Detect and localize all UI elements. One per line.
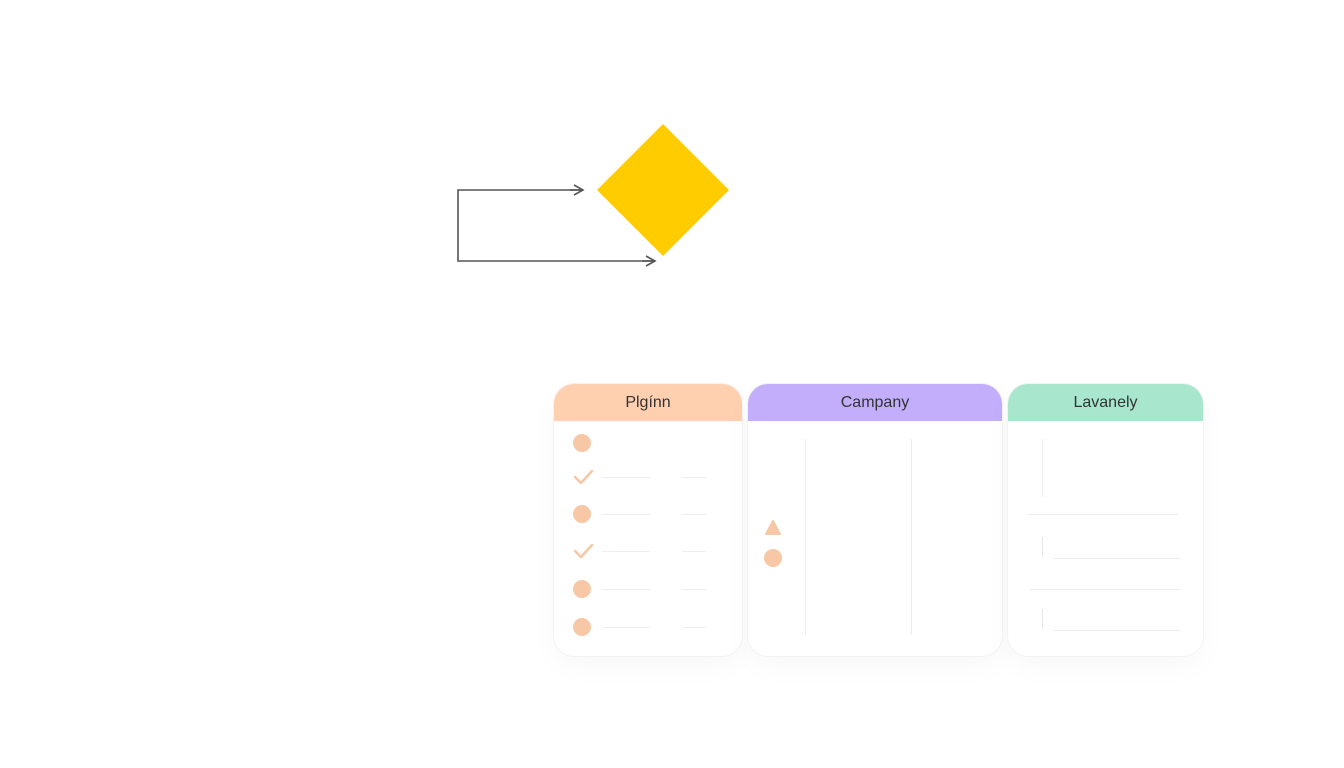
check-icon <box>573 469 594 485</box>
item-line <box>602 589 650 590</box>
list-item[interactable] <box>1028 491 1178 515</box>
item-line <box>682 514 706 515</box>
column-plugin[interactable]: Plgínn <box>554 384 742 656</box>
column-company[interactable]: Campany <box>748 384 1002 656</box>
check-icon <box>573 543 594 559</box>
item-line <box>682 551 706 552</box>
item-line <box>602 627 650 628</box>
item-line <box>602 551 650 552</box>
row-line <box>1028 514 1178 515</box>
dot-icon <box>573 434 591 452</box>
dot-icon <box>764 549 782 567</box>
item-line <box>682 627 706 628</box>
column-body-lavanely <box>1008 421 1203 656</box>
triangle-icon <box>765 520 781 535</box>
row-tick <box>1042 537 1043 557</box>
list-item[interactable] <box>1030 535 1180 559</box>
row-line <box>1054 558 1180 559</box>
item-line <box>602 477 650 478</box>
list-item[interactable] <box>572 617 712 637</box>
list-item[interactable] <box>572 579 712 599</box>
column-lavanely[interactable]: Lavanely <box>1008 384 1203 656</box>
row-tick <box>1042 439 1043 497</box>
column-header-plugin: Plgínn <box>554 384 742 421</box>
row-line <box>1054 630 1180 631</box>
dot-icon <box>573 505 591 523</box>
row-line <box>1030 589 1180 590</box>
flow-diagram <box>457 124 729 267</box>
row-tick <box>1042 609 1043 629</box>
list-item[interactable] <box>572 541 712 561</box>
dot-icon <box>573 618 591 636</box>
column-divider <box>805 439 806 635</box>
list-item[interactable] <box>1030 566 1180 590</box>
list-item[interactable] <box>572 433 712 453</box>
connector-arrow-top[interactable] <box>457 189 655 262</box>
diamond-shape[interactable] <box>597 124 729 256</box>
column-header-company: Campany <box>748 384 1002 421</box>
dot-icon <box>573 580 591 598</box>
list-item[interactable] <box>1030 607 1180 631</box>
list-item[interactable] <box>572 504 712 524</box>
column-header-lavanely: Lavanely <box>1008 384 1203 421</box>
column-body-company <box>748 421 1002 656</box>
list-item[interactable] <box>572 467 712 487</box>
column-divider <box>911 439 912 635</box>
column-body-plugin <box>554 421 742 656</box>
item-line <box>682 477 706 478</box>
item-line <box>602 514 650 515</box>
item-line <box>682 589 706 590</box>
